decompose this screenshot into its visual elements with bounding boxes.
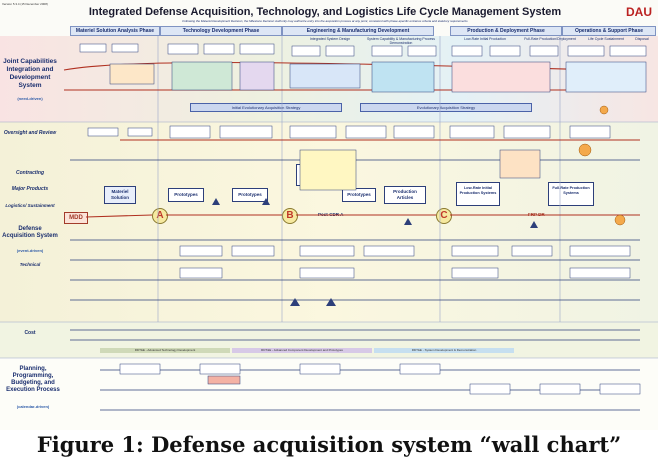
emd-model-label: Engineering & Manufacturing Development … bbox=[304, 168, 338, 180]
box-prototypes-1: Prototypes bbox=[168, 188, 204, 202]
label-oversight: Oversight and Review bbox=[3, 130, 57, 136]
funding-bar-2: RDT&E - Advanced Component Development a… bbox=[232, 348, 372, 353]
label-logistics: Logistics/ Sustainment bbox=[5, 203, 55, 208]
strategy-bar-initial: Initial Evolutionary Acquisition Strateg… bbox=[190, 103, 342, 112]
lrip-label: Low-Rate Initial Production Systems bbox=[459, 186, 497, 195]
isd-label: Integrated System Design bbox=[309, 37, 351, 41]
production-articles-label: Production Articles bbox=[393, 189, 417, 200]
funding-bar-1: RDT&E - Advanced Technology Development bbox=[100, 348, 230, 353]
figure-caption: Figure 1: Defense acquisition system “wa… bbox=[36, 432, 622, 457]
materiel-solution-label: Materiel Solution bbox=[111, 189, 129, 200]
label-contracting: Contracting bbox=[15, 170, 45, 176]
strategy-bar-evolutionary: Evolutionary Acquisition Strategy bbox=[360, 103, 532, 112]
box-prototypes-3: Prototypes bbox=[342, 188, 376, 202]
chart-title: Integrated Defense Acquisition, Technolo… bbox=[88, 6, 562, 18]
scmpd-label: System Capability & Manufacturing Proces… bbox=[366, 37, 436, 45]
label-das: Defense Acquisition System bbox=[2, 226, 58, 239]
label-cost: Cost bbox=[24, 330, 36, 336]
phase-os: Operations & Support Phase bbox=[562, 26, 656, 36]
sustainment-label: Life Cycle Sustainment bbox=[588, 37, 624, 41]
mdd-label: MDD bbox=[69, 215, 83, 221]
dau-logo: DAU bbox=[626, 5, 652, 19]
funding-bar-3: RDT&E - System Development & Demonstrati… bbox=[374, 348, 514, 353]
label-technical: Technical bbox=[19, 262, 41, 267]
chart-subtitle: Following the Materiel Development Decis… bbox=[182, 19, 468, 23]
prototypes-1-label: Prototypes bbox=[174, 192, 198, 197]
label-major-products: Major Products bbox=[11, 186, 49, 192]
phase-emd: Engineering & Manufacturing Development bbox=[282, 26, 434, 36]
box-lrip: Low-Rate Initial Production Systems bbox=[456, 182, 500, 206]
full-rate-label: Full-Rate Production Systems bbox=[552, 186, 590, 195]
phase-msa: Materiel Solution Analysis Phase bbox=[70, 26, 160, 36]
box-materiel-solution: Materiel Solution bbox=[104, 186, 136, 204]
label-ppbe-sub: (calendar-driven) bbox=[16, 404, 50, 409]
milestone-a: A bbox=[152, 208, 168, 224]
label-jcids-sub: (need-driven) bbox=[17, 96, 43, 101]
box-emd-model: Engineering & Manufacturing Development … bbox=[296, 164, 346, 186]
prototypes-3-label: Prototypes bbox=[347, 192, 371, 197]
frp-label: FRP DR bbox=[528, 212, 545, 217]
phase-td: Technology Development Phase bbox=[160, 26, 282, 36]
band-ppbe bbox=[0, 358, 658, 430]
label-jcids: Joint Capabilities Integration and Devel… bbox=[3, 58, 57, 89]
prototypes-2-label: Prototypes bbox=[238, 192, 262, 197]
frp-phase-label: Full-Rate Production/Deployment bbox=[524, 37, 576, 41]
disposal-label: Disposal bbox=[635, 37, 649, 41]
box-full-rate: Full-Rate Production Systems bbox=[548, 182, 594, 206]
band-das bbox=[0, 122, 658, 322]
phase-pd: Production & Deployment Phase bbox=[450, 26, 562, 36]
box-prototypes-2: Prototypes bbox=[232, 188, 268, 202]
label-das-sub: (event-driven) bbox=[16, 248, 44, 253]
box-mdd: MDD bbox=[64, 212, 88, 224]
version-note: Version 5.3.4 (15 December 2008) bbox=[2, 2, 48, 6]
lrip-phase-label: Low-Rate Initial Production bbox=[464, 37, 506, 41]
box-production-articles: Production Articles bbox=[384, 186, 426, 204]
wall-chart: Version 5.3.4 (15 December 2008) Integra… bbox=[0, 2, 658, 430]
post-cdr-label: Post-CDR A bbox=[318, 212, 344, 217]
label-ppbe: Planning, Programming, Budgeting, and Ex… bbox=[6, 366, 60, 393]
milestone-b: B bbox=[282, 208, 298, 224]
milestone-c: C bbox=[436, 208, 452, 224]
